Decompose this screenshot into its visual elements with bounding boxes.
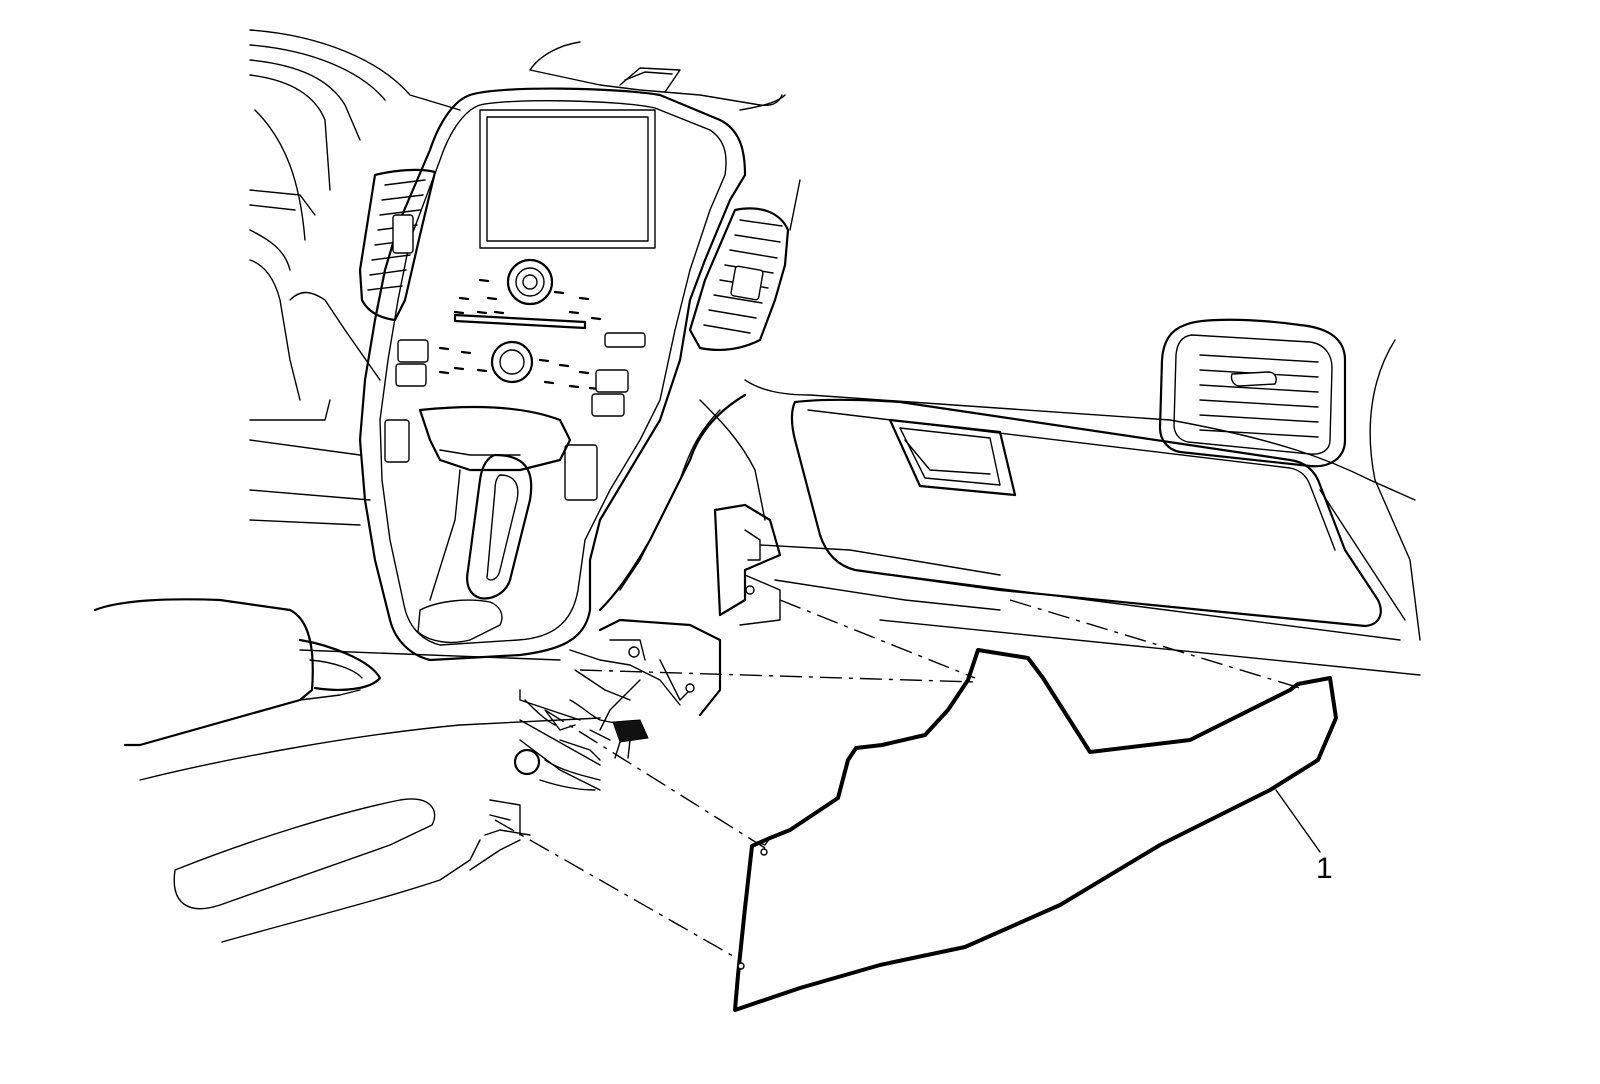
callout-1: 1 xyxy=(1275,789,1333,885)
lower-console-area xyxy=(93,598,641,943)
lower-trim-panel xyxy=(733,648,1338,1012)
instrument-panel-left xyxy=(249,29,461,526)
dash-support-bracket xyxy=(598,393,1001,717)
left-center-vent xyxy=(358,168,437,322)
control-buttons xyxy=(438,278,602,391)
display-screen xyxy=(479,109,656,249)
center-stack xyxy=(358,87,747,662)
top-dash-vent xyxy=(529,41,783,107)
right-center-vent xyxy=(688,207,790,351)
wiring-harness xyxy=(484,649,681,836)
installation-guide-lines xyxy=(494,599,1301,961)
callout-label: 1 xyxy=(1316,852,1333,885)
passenger-dash xyxy=(699,94,1421,676)
